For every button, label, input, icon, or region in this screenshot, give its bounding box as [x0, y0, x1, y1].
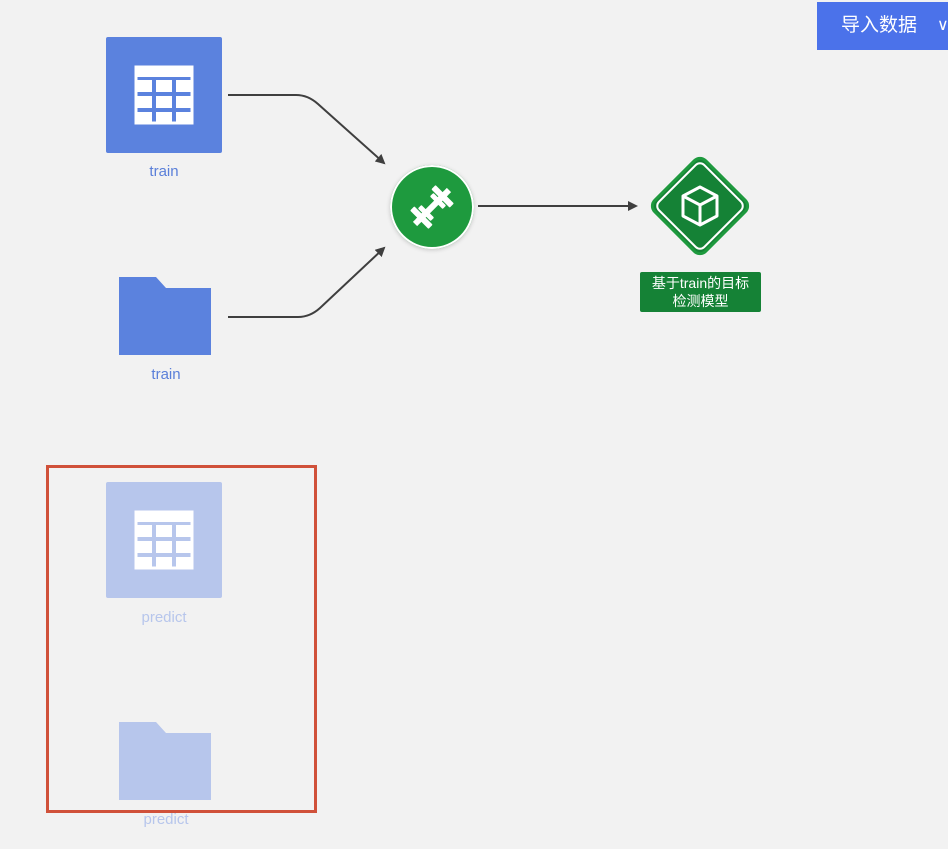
dumbbell-icon [410, 185, 454, 229]
train-operator-node[interactable] [390, 165, 474, 249]
selection-rectangle [46, 465, 317, 813]
import-data-button[interactable]: 导入数据 ∨ [817, 2, 948, 50]
train-table-node[interactable]: train [106, 37, 222, 187]
edge-train-folder-to-op[interactable] [228, 246, 386, 318]
model-label-line2: 检测模型 [672, 293, 729, 309]
folder-icon [119, 277, 211, 355]
folder-icon [119, 722, 211, 800]
train-folder-label: train [151, 366, 181, 383]
cube-icon [681, 185, 719, 227]
model-node[interactable] [642, 148, 758, 264]
model-label-line1: 基于train的目标 [651, 275, 750, 291]
train-folder-node[interactable]: train [118, 276, 214, 386]
predict-table-node[interactable]: predict [106, 482, 222, 632]
predict-folder-node[interactable]: predict [118, 721, 214, 831]
model-label: 基于train的目标 检测模型 [640, 272, 761, 312]
predict-folder-label: predict [143, 811, 189, 828]
chevron-down-icon: ∨ [937, 17, 948, 34]
edge-train-table-to-op[interactable] [228, 94, 386, 165]
predict-table-label: predict [141, 609, 187, 626]
table-icon [134, 510, 194, 570]
import-data-label: 导入数据 [841, 15, 918, 36]
table-icon [134, 65, 194, 125]
train-table-label: train [149, 163, 179, 180]
